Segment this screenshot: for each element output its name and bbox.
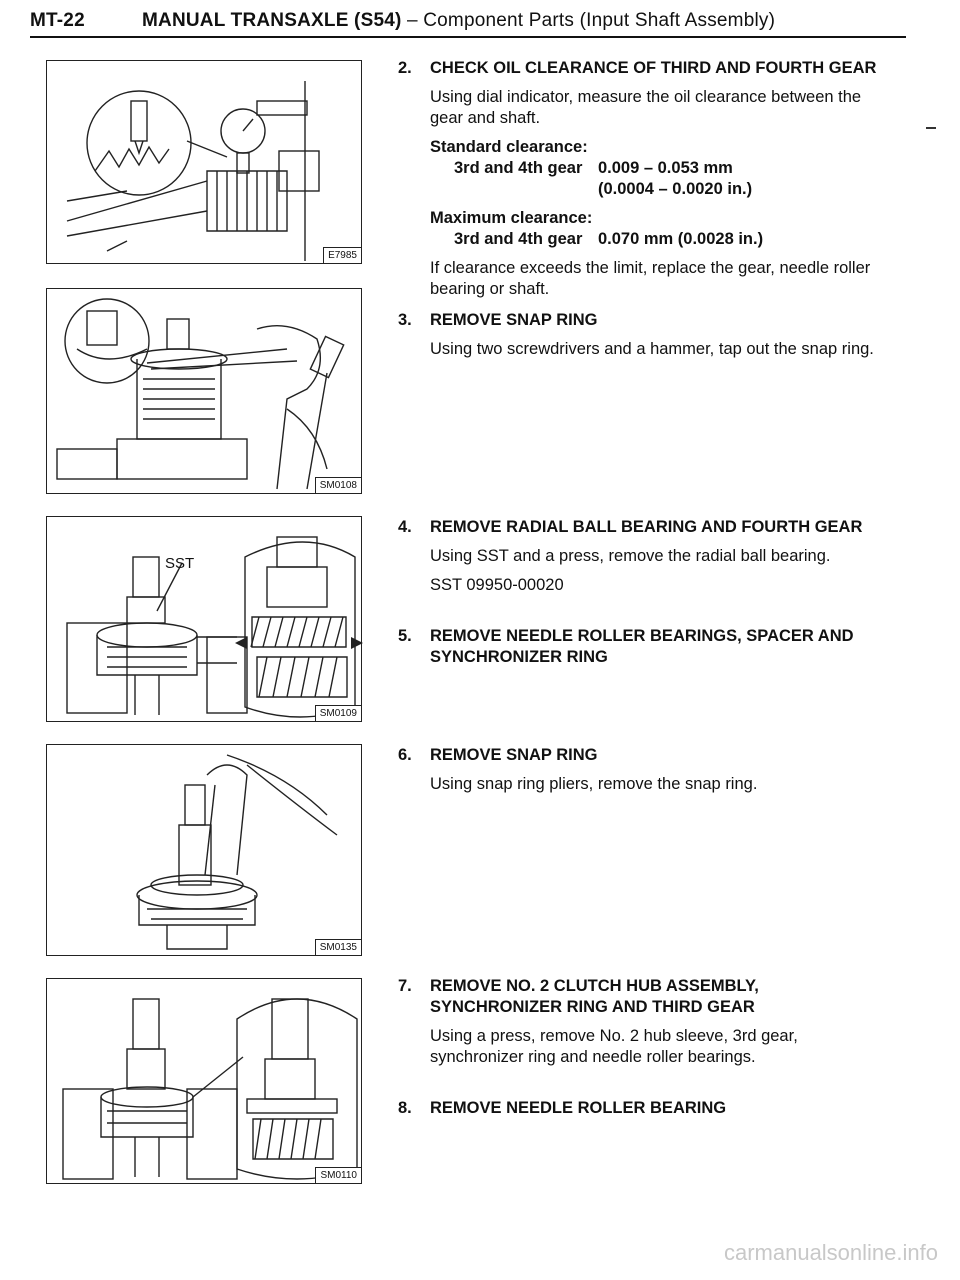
- maximum-clearance-spec: Maximum clearance: 3rd and 4th gear 0.07…: [430, 208, 878, 250]
- figure-code: E7985: [323, 247, 361, 263]
- sst-press-illustration: [66, 536, 363, 718]
- step-title: REMOVE NEEDLE ROLLER BEARINGS, SPACER AN…: [430, 627, 854, 666]
- spec-value-inch: (0.0004 – 0.0020 in.): [598, 180, 753, 198]
- step-number: 2.: [398, 59, 412, 77]
- step-2: 2. CHECK OIL CLEARANCE OF THIRD AND FOUR…: [398, 58, 878, 300]
- header-rule: [30, 36, 906, 38]
- step-8: 8. REMOVE NEEDLE ROLLER BEARING: [398, 1098, 878, 1119]
- step-number: 3.: [398, 311, 412, 329]
- margin-dash: [926, 127, 936, 129]
- step-4: 4. REMOVE RADIAL BALL BEARING AND FOURTH…: [398, 517, 878, 596]
- figure-sst-press: SST SM0109: [46, 516, 363, 722]
- step-number: 8.: [398, 1099, 412, 1117]
- watermark: carmanualsonline.info: [723, 1240, 938, 1265]
- spec-value: 0.070 mm (0.0028 in.): [598, 230, 764, 248]
- step-body: Using snap ring pliers, remove the snap …: [430, 775, 758, 793]
- page-subtitle: – Component Parts (Input Shaft Assembly): [401, 10, 776, 31]
- spec-item: 3rd and 4th gear: [454, 230, 583, 248]
- step-3: 3. REMOVE SNAP RING Using two screwdrive…: [398, 310, 878, 360]
- figure-code: SM0108: [314, 477, 361, 493]
- step-title: REMOVE RADIAL BALL BEARING AND FOURTH GE…: [430, 518, 863, 536]
- step-body: Using SST and a press, remove the radial…: [430, 547, 831, 565]
- spec-label: Standard clearance:: [430, 138, 588, 156]
- standard-clearance-spec: Standard clearance: 3rd and 4th gear 0.0…: [430, 137, 878, 200]
- step-number: 6.: [398, 746, 412, 764]
- page-code: MT-22: [30, 10, 85, 31]
- figure-snap-ring-pliers: SM0135: [46, 744, 362, 956]
- dial-indicator-illustration: [66, 81, 320, 261]
- snap-ring-hammer-illustration: [56, 298, 345, 490]
- sst-number: SST 09950-00020: [430, 576, 564, 594]
- step-body: Using dial indicator, measure the oil cl…: [430, 88, 862, 127]
- snap-ring-pliers-illustration: [136, 754, 338, 950]
- page-header: MT-22 MANUAL TRANSAXLE (S54) – Component …: [30, 10, 902, 32]
- step-title: REMOVE NO. 2 CLUTCH HUB ASSEMBLY, SYNCHR…: [430, 977, 759, 1016]
- press-hub-illustration: [62, 998, 358, 1180]
- spec-value: 0.009 – 0.053 mm: [598, 159, 733, 177]
- step-note: If clearance exceeds the limit, replace …: [430, 259, 871, 298]
- step-title: REMOVE NEEDLE ROLLER BEARING: [430, 1099, 727, 1117]
- step-title: CHECK OIL CLEARANCE OF THIRD AND FOURTH …: [430, 59, 877, 77]
- step-6: 6. REMOVE SNAP RING Using snap ring plie…: [398, 745, 878, 795]
- sst-label: SST: [165, 555, 195, 572]
- step-7: 7. REMOVE NO. 2 CLUTCH HUB ASSEMBLY, SYN…: [398, 976, 878, 1068]
- spec-item: 3rd and 4th gear: [454, 159, 583, 177]
- figure-snap-ring-hammer: SM0108: [46, 288, 362, 494]
- page-title: MANUAL TRANSAXLE (S54): [142, 10, 402, 31]
- step-title: REMOVE SNAP RING: [430, 746, 598, 764]
- step-title: REMOVE SNAP RING: [430, 311, 598, 329]
- step-number: 5.: [398, 627, 412, 645]
- step-body: Using two screwdrivers and a hammer, tap…: [430, 340, 874, 358]
- step-5: 5. REMOVE NEEDLE ROLLER BEARINGS, SPACER…: [398, 626, 878, 668]
- spec-label: Maximum clearance:: [430, 209, 593, 227]
- step-body: Using a press, remove No. 2 hub sleeve, …: [430, 1027, 798, 1066]
- step-number: 4.: [398, 518, 412, 536]
- step-number: 7.: [398, 977, 412, 995]
- figure-code: SM0135: [314, 939, 361, 955]
- figure-dial-indicator: E7985: [46, 60, 362, 264]
- figure-code: SM0109: [314, 705, 361, 721]
- figure-code: SM0110: [315, 1167, 361, 1183]
- figure-press-hub: SM0110: [46, 978, 362, 1184]
